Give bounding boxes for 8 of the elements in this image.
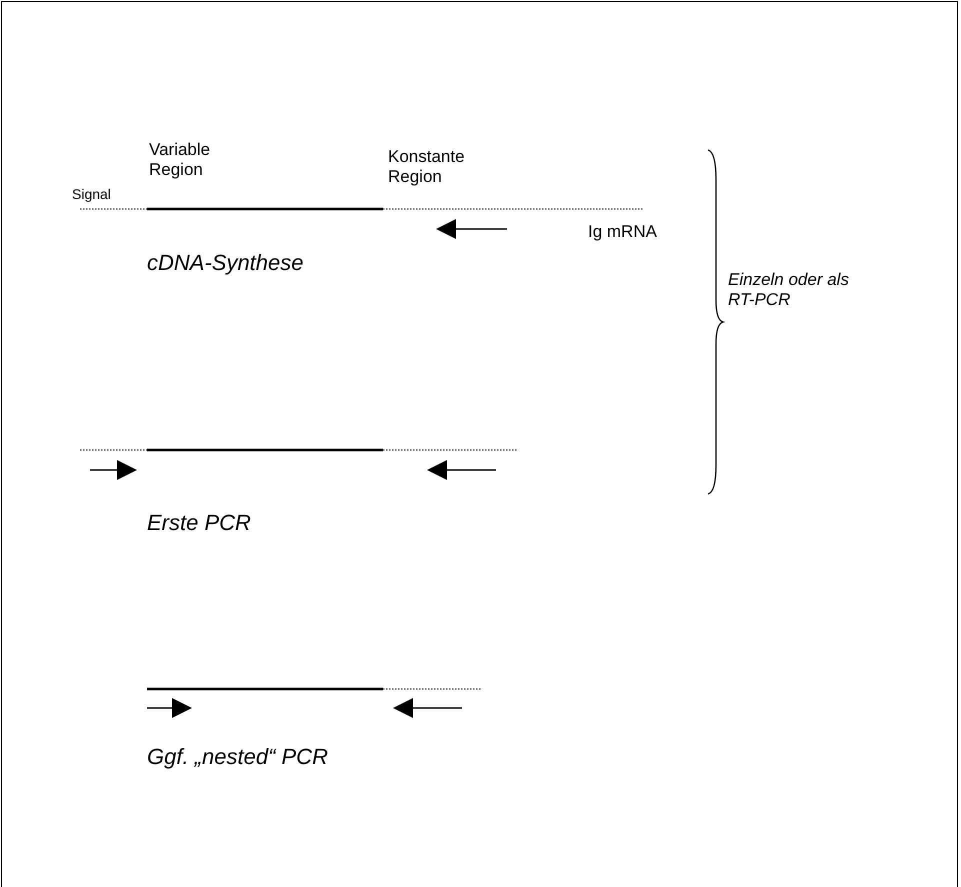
region-label: Variable Region (149, 140, 212, 181)
strand-label: Ig mRNA (588, 222, 658, 242)
step-label: Erste PCR (147, 510, 252, 536)
region-label: Signal (72, 186, 112, 203)
step-label: cDNA-Synthese (147, 250, 305, 276)
bracket-note: Einzeln oder als RT-PCR (728, 270, 850, 311)
region-label: Konstante Region (388, 147, 466, 188)
step-label: Ggf. „nested“ PCR (147, 744, 329, 770)
